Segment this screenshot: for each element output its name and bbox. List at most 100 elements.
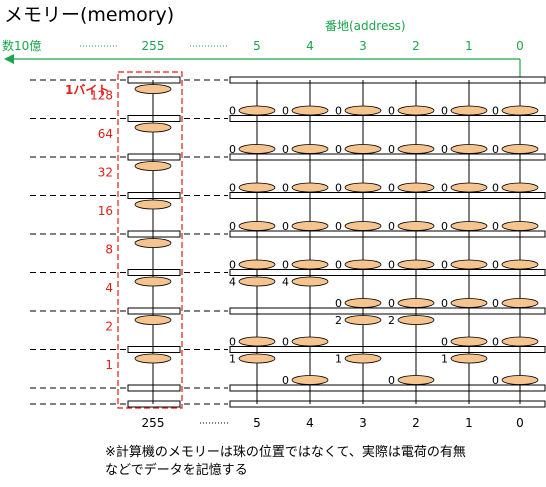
address-label-bottom: 2: [412, 416, 420, 430]
bead: [501, 221, 539, 231]
bead-value: 0: [492, 105, 499, 118]
bead-value: 0: [388, 105, 395, 118]
bead-value: 0: [335, 182, 342, 195]
bead-value: 0: [229, 105, 236, 118]
bead: [344, 315, 382, 325]
bead-value: 0: [492, 374, 499, 387]
bit-weight-label: 128: [90, 88, 113, 102]
bead-value: 0: [282, 374, 289, 387]
bead: [397, 315, 435, 325]
bead: [291, 144, 329, 154]
bead: [291, 276, 329, 287]
rail: [229, 307, 546, 315]
bead: [291, 182, 329, 193]
bead-value: 0: [441, 336, 448, 349]
bead: [238, 182, 276, 193]
bead-value: 0: [282, 143, 289, 156]
rail: [229, 153, 546, 161]
address-label-top: 2: [412, 39, 420, 53]
rail-col-255: [127, 269, 181, 276]
bead: [397, 221, 435, 231]
address-label-bottom: 0: [516, 416, 524, 430]
bit-weight-label: 2: [105, 319, 113, 333]
bead: [397, 144, 435, 154]
rail: [229, 192, 546, 199]
bead-value: 0: [335, 259, 342, 272]
bead-value: 0: [441, 143, 448, 156]
bead: [344, 353, 382, 364]
address-axis-label: 番地(address): [325, 19, 406, 33]
bead: [450, 221, 488, 231]
bead-value: 0: [492, 336, 499, 349]
bead-value: 0: [388, 182, 395, 195]
bead-value: 0: [335, 220, 342, 233]
bead: [134, 84, 172, 94]
bead-value: 2: [335, 314, 342, 327]
bead: [501, 375, 539, 385]
bead-value: 0: [229, 143, 236, 156]
bead: [344, 259, 382, 270]
bead: [501, 336, 539, 347]
bead: [501, 105, 539, 116]
bead: [238, 259, 276, 270]
bead-value: 0: [335, 105, 342, 118]
rail-col-255: [127, 384, 181, 392]
bit-weight-label: 4: [105, 281, 113, 295]
bead: [238, 336, 276, 347]
bead-value: 0: [282, 105, 289, 118]
rail-col-255: [127, 307, 181, 315]
bead: [291, 221, 329, 231]
bead: [501, 182, 539, 193]
bead-value: 0: [492, 297, 499, 310]
bead: [344, 144, 382, 154]
bit-weight-label: 16: [98, 204, 113, 218]
bead: [450, 336, 488, 347]
bead-value: 0: [492, 220, 499, 233]
bead: [238, 105, 276, 116]
rail: [229, 400, 546, 408]
address-label-top: 255: [142, 39, 165, 53]
bead: [450, 182, 488, 193]
bead-value: 0: [388, 297, 395, 310]
bead: [344, 298, 382, 308]
rail-col-255: [127, 400, 181, 408]
bead-value: 0: [229, 259, 236, 272]
bead-value: 1: [229, 353, 236, 366]
rail-col-255: [127, 192, 181, 199]
bead: [397, 105, 435, 116]
bead-value: 0: [441, 182, 448, 195]
bead-value: 0: [492, 143, 499, 156]
bead-value: 0: [492, 182, 499, 195]
bead: [238, 221, 276, 231]
bead: [134, 315, 172, 325]
address-label-bottom: 5: [253, 416, 261, 430]
rail-col-255: [127, 230, 181, 238]
bead-value: 0: [441, 297, 448, 310]
bead: [134, 122, 172, 133]
bit-weight-label: 64: [98, 127, 113, 141]
note-line-1: ※計算機のメモリーは珠の位置ではなくて、実際は電荷の有無: [105, 445, 466, 460]
bit-weight-label: 8: [105, 242, 113, 256]
address-label-bottom: 255: [142, 416, 165, 430]
bead-value: 0: [282, 182, 289, 195]
address-label-top: 5: [253, 39, 261, 53]
bead: [344, 221, 382, 231]
bead-value: 0: [282, 336, 289, 349]
rail: [229, 346, 546, 353]
page-title: メモリー(memory): [4, 4, 175, 26]
address-axis-arrowhead: [4, 54, 14, 64]
bead: [397, 182, 435, 193]
address-label-top: 4: [306, 39, 314, 53]
bead: [450, 259, 488, 270]
bead: [397, 259, 435, 270]
rail: [229, 230, 546, 238]
bead-value: 0: [335, 143, 342, 156]
bead: [450, 298, 488, 308]
bead-value: 4: [282, 276, 289, 289]
address-label-bottom: 1: [465, 416, 473, 430]
bead-value: 0: [282, 220, 289, 233]
rail: [229, 76, 546, 84]
bead: [344, 182, 382, 193]
